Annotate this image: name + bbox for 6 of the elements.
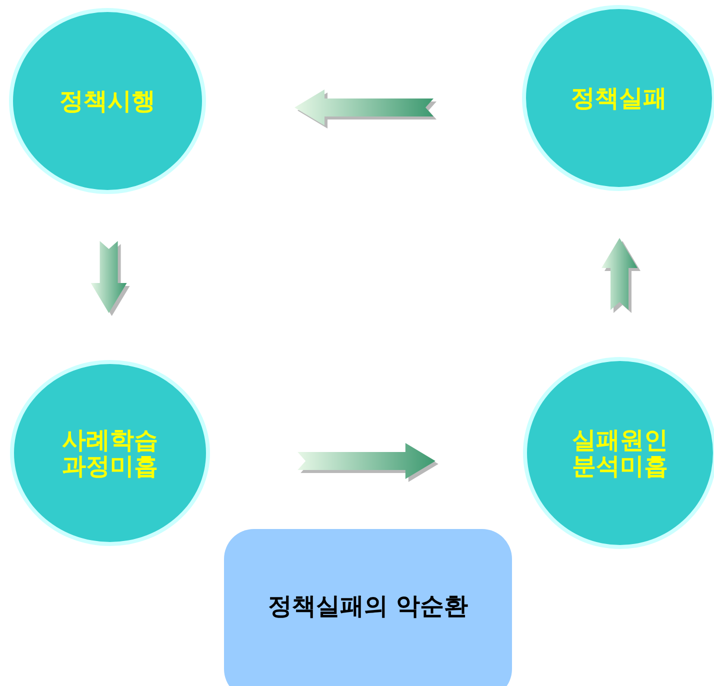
title-box — [224, 529, 512, 686]
node-label: 실패원인 분석미흡 — [571, 427, 669, 479]
node-label: 사례학습 과정미흡 — [61, 427, 159, 479]
node-label: 정책실패 — [571, 85, 667, 111]
node-label: 정책시행 — [60, 88, 156, 114]
node-label: 정책실패의 악순환 — [268, 590, 468, 622]
